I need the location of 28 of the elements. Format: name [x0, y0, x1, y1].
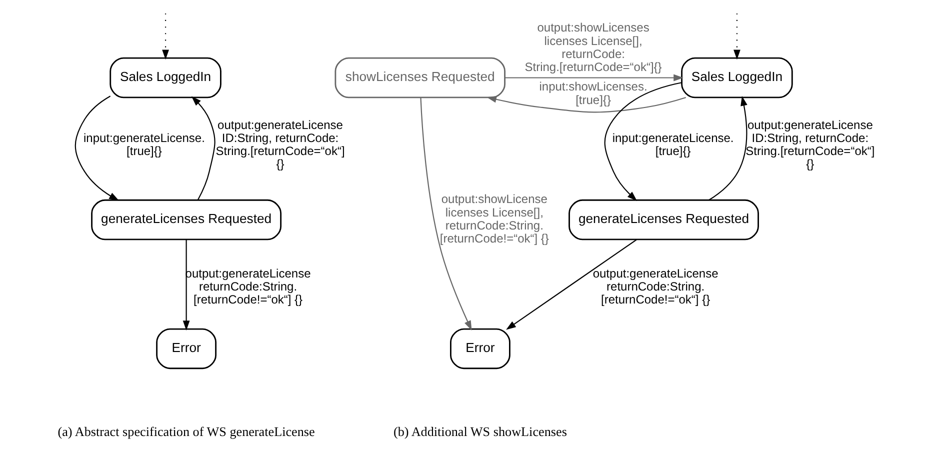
arrow — [191, 96, 216, 200]
edge-label: output:showLicenses licenses License[], returnCode: String.[returnCode=“ok“]{} — [524, 20, 662, 74]
arrow — [505, 74, 684, 82]
arrow — [420, 98, 472, 331]
edge-label: output:generateLicense returnCode:String. [returnCode!=“ok“] {} — [592, 266, 718, 307]
node-box: generateLicenses Requested — [91, 199, 282, 240]
arrow — [74, 96, 119, 201]
edge-label: input:showLicenses. [true]{} — [539, 80, 648, 107]
arrow — [708, 96, 748, 200]
node-box: Error — [156, 328, 217, 370]
edge-label: output:showLicense licenses License[], returnCode:String. [returnCode!=“ok“] {} — [440, 192, 549, 246]
node-box: showLicenses Requested — [334, 57, 506, 98]
node-box: Sales LoggedIn — [110, 57, 222, 98]
arrow — [734, 13, 740, 60]
node-box: generateLicenses Requested — [568, 199, 759, 240]
node-box: Error — [450, 328, 510, 370]
edge-label: output:generateLicense ID:String, returnCode: String.[returnCode=“ok“] {} — [746, 118, 875, 172]
label: (b) Additional WS showLicenses — [393, 424, 567, 440]
edge-label: input:generateLicense. [true]{} — [612, 130, 734, 158]
arrow — [486, 96, 686, 113]
label: (a) Abstract specification of WS generateLicense — [58, 424, 315, 440]
arrow — [506, 239, 637, 330]
edge-label: input:generateLicense. [true]{} — [84, 130, 205, 158]
arrow — [604, 82, 682, 201]
arrow — [182, 240, 190, 330]
arrow — [162, 13, 169, 60]
node-box: Sales LoggedIn — [681, 57, 793, 98]
edge-label: output:generateLicense ID:String, returnCode: String.[returnCode=“ok“] {} — [216, 118, 345, 172]
